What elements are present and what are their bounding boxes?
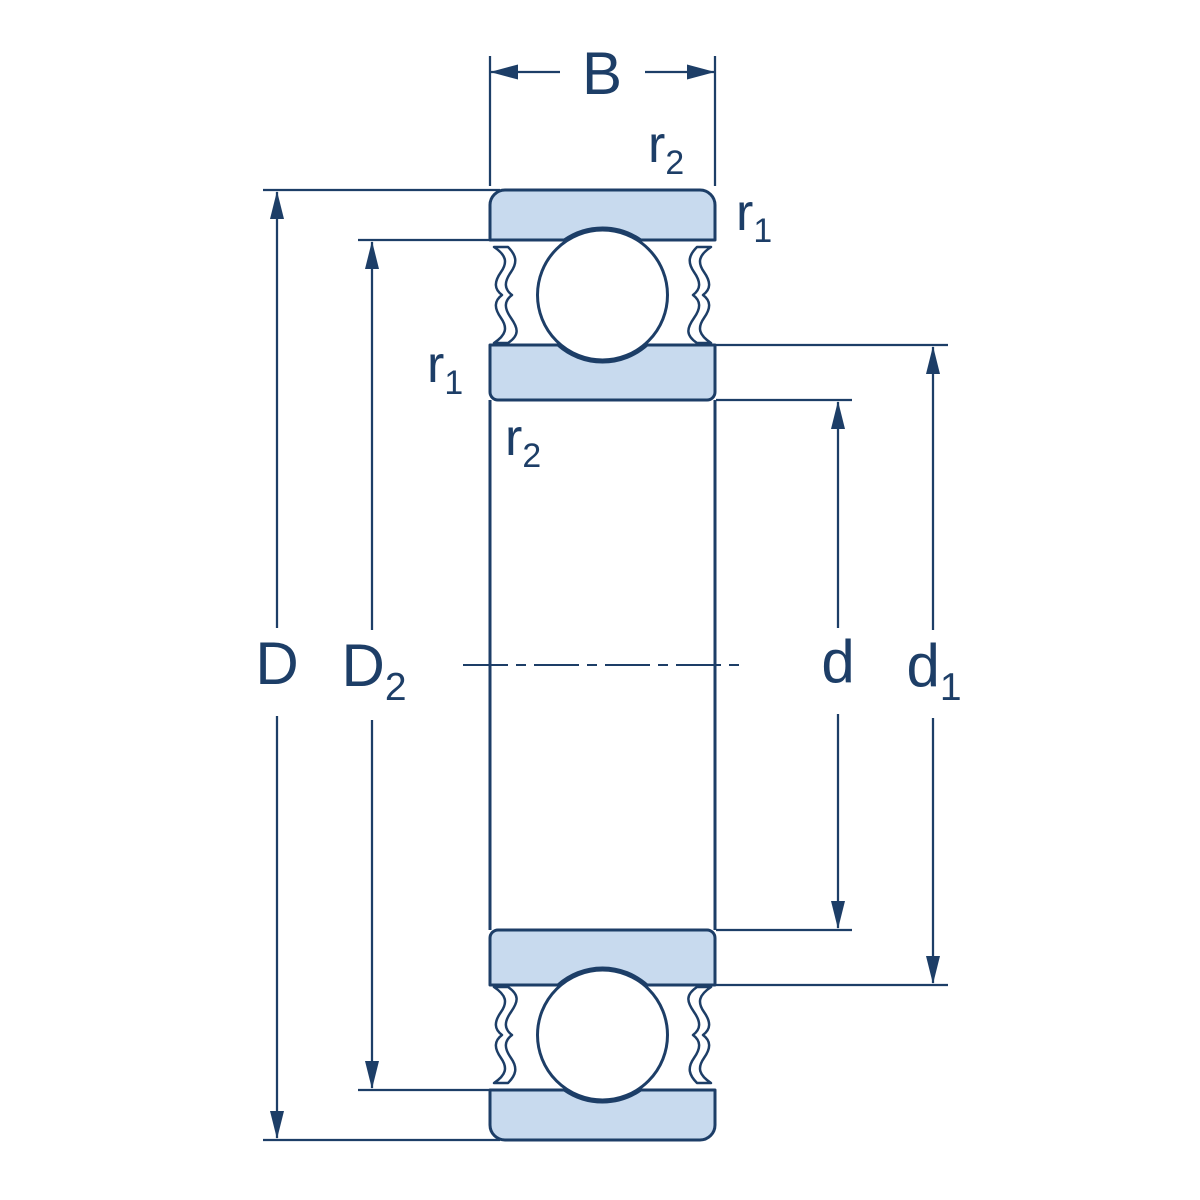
dim-d [716, 398, 852, 932]
dim-d1 [716, 343, 948, 987]
label-r2-outer: r2 [648, 116, 684, 182]
label-r1-inner: r1 [427, 336, 463, 402]
bearing-upper-half [488, 188, 717, 402]
label-recess-diameter-D2: D2 [341, 632, 406, 709]
label-shoulder-diameter-d1: d1 [906, 632, 961, 709]
label-outer-diameter-D: D [255, 630, 298, 697]
outer-ring-section [488, 188, 717, 242]
seal-right [687, 245, 713, 345]
label-bore-diameter-d: d [821, 628, 854, 695]
inner-ring-section [488, 343, 717, 402]
dim-D2 [358, 238, 490, 1092]
label-width-B: B [582, 40, 622, 107]
dim-D [263, 188, 500, 1142]
label-r2-inner: r2 [505, 409, 541, 475]
label-r1-outer: r1 [736, 184, 772, 250]
seal-left [492, 245, 518, 345]
bearing-lower-half [490, 930, 715, 1140]
dim-B [488, 56, 717, 186]
ball [536, 228, 669, 362]
